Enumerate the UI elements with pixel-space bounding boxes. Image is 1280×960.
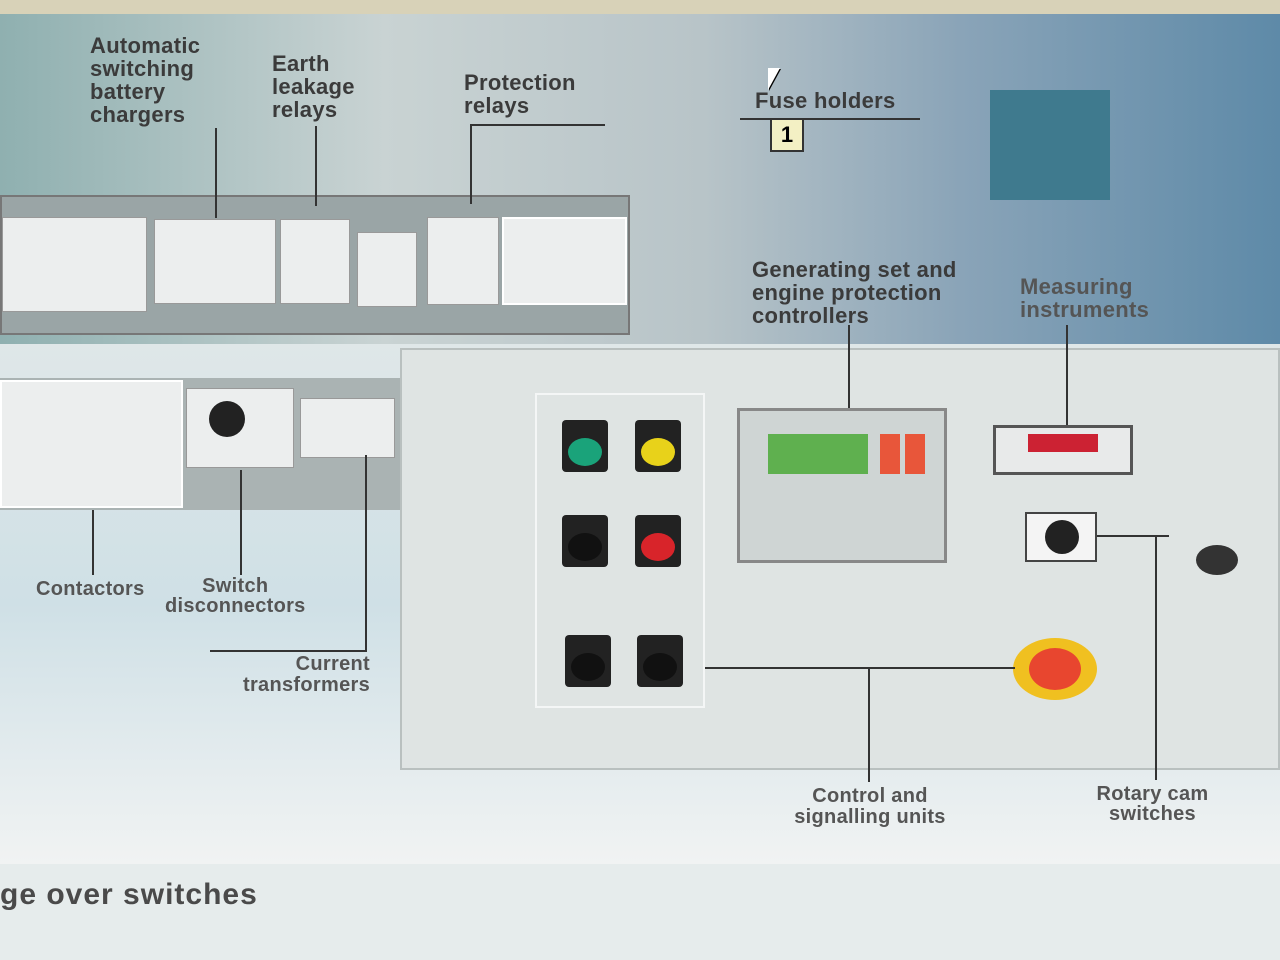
label-fuse-holders: Fuse holders — [755, 88, 896, 113]
earth-leakage-relay — [280, 219, 350, 304]
black-push-button — [562, 515, 608, 567]
protection-relay — [427, 217, 499, 305]
controller-keys — [880, 434, 930, 474]
mouse-cursor-icon — [768, 68, 780, 90]
label-switch-disconnectors: Switch disconnectors — [165, 576, 306, 616]
leader-line — [470, 124, 605, 126]
measuring-instrument — [993, 425, 1133, 475]
controller-display — [768, 434, 868, 474]
label-line: disconnectors — [165, 595, 306, 617]
charger-module — [154, 219, 276, 304]
section-heading: ge over switches — [0, 878, 258, 911]
leader-line — [210, 650, 367, 652]
label-line: engine protection — [752, 280, 942, 305]
meter-display — [1028, 434, 1098, 452]
label-line: relays — [464, 93, 530, 118]
tooltip-badge: 1 — [770, 118, 804, 152]
label-line: relays — [272, 97, 338, 122]
leader-line — [868, 667, 870, 782]
label-line: chargers — [90, 102, 186, 127]
switch-disconnector — [186, 388, 294, 468]
battery-charger-module — [2, 217, 147, 312]
din-rail-panel — [0, 195, 630, 335]
contactors — [0, 380, 183, 508]
green-pilot-lamp — [562, 420, 608, 472]
label-measuring-instruments: Measuring instruments — [1020, 275, 1149, 321]
ship-superstructure — [990, 90, 1110, 200]
leader-line — [470, 124, 472, 204]
label-line: switching — [90, 56, 195, 81]
yellow-pilot-lamp — [635, 420, 681, 472]
leader-line — [92, 510, 94, 575]
rotary-cam-switch — [1025, 512, 1097, 562]
label-line: switches — [1109, 803, 1196, 825]
label-line: transformers — [243, 674, 370, 696]
label-earth-leakage: Earth leakage relays — [272, 52, 355, 121]
label-line: Measuring — [1020, 274, 1133, 299]
fuse-holders — [502, 217, 627, 305]
genset-controller — [737, 408, 947, 563]
leader-line — [740, 118, 920, 120]
leader-line — [215, 128, 217, 218]
label-line: Control and — [812, 785, 928, 807]
label-line: Automatic — [90, 33, 201, 58]
control-signalling-frame — [535, 393, 705, 708]
disconnector-knob — [209, 401, 245, 437]
label-line: Current — [295, 653, 370, 675]
label-line: Switch — [202, 575, 269, 597]
label-control-signalling: Control and signalling units — [780, 786, 960, 828]
relay-module — [357, 232, 417, 307]
label-line: controllers — [752, 303, 869, 328]
label-line: instruments — [1020, 297, 1150, 322]
label-rotary-cam: Rotary cam switches — [1085, 784, 1220, 824]
label-line: signalling units — [794, 806, 946, 828]
label-battery-chargers: Automatic switching battery chargers — [90, 34, 200, 126]
red-push-button — [635, 515, 681, 567]
leader-line — [240, 470, 242, 575]
selector-switch-1 — [565, 635, 611, 687]
leader-line — [1066, 325, 1068, 425]
label-contactors: Contactors — [36, 578, 145, 600]
label-current-transformers: Current transformers — [220, 654, 370, 696]
label-genset-controllers: Generating set and engine protection con… — [752, 258, 957, 327]
label-line: battery — [90, 79, 166, 104]
top-banner — [0, 0, 1280, 14]
contactor-rail — [0, 378, 400, 510]
leader-line — [1155, 535, 1157, 780]
label-line: Rotary cam — [1096, 783, 1209, 805]
label-line: Generating set and — [752, 257, 957, 282]
label-line: leakage — [272, 74, 355, 99]
leader-line — [315, 126, 317, 206]
label-protection-relays: Protection relays — [464, 71, 576, 117]
door-lock-icon — [1196, 545, 1238, 575]
current-transformers — [300, 398, 395, 458]
leader-line — [365, 455, 367, 650]
emergency-stop-button — [1013, 638, 1097, 700]
leader-line — [1097, 535, 1169, 537]
selector-switch-2 — [637, 635, 683, 687]
label-line: Earth — [272, 51, 330, 76]
label-line: Protection — [464, 70, 576, 95]
leader-line — [848, 325, 850, 408]
leader-line — [705, 667, 1015, 669]
